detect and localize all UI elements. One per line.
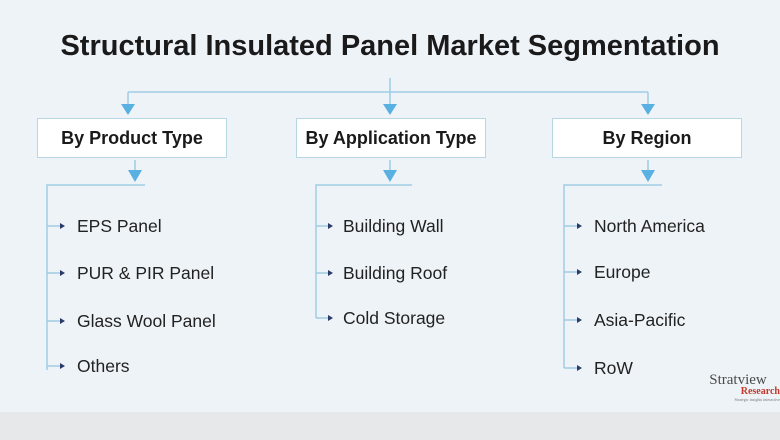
- diagram-background: [0, 0, 780, 412]
- list-item: Building Roof: [343, 263, 448, 283]
- logo-tagline: Strategic insights interactive: [734, 397, 780, 402]
- stratview-logo: Stratview Research Strategic insights in…: [696, 372, 780, 402]
- list-item: Building Wall: [343, 216, 444, 236]
- list-item: Glass Wool Panel: [77, 311, 216, 331]
- arrow-down-icon: [121, 104, 135, 115]
- list-item: RoW: [594, 358, 633, 378]
- segment-application-type: By Application Type: [296, 118, 486, 158]
- list-item: Europe: [594, 262, 651, 282]
- list-item: Others: [77, 356, 130, 376]
- logo-sub: Research: [740, 386, 780, 397]
- arrow-down-icon: [128, 170, 142, 182]
- segment-region: By Region: [552, 118, 742, 158]
- list-item: PUR & PIR Panel: [77, 263, 215, 283]
- segment-product-type: By Product Type: [37, 118, 227, 158]
- arrow-down-icon: [383, 104, 397, 115]
- arrow-down-icon: [641, 104, 655, 115]
- logo-name: Stratview: [709, 372, 767, 388]
- arrow-down-icon: [383, 170, 397, 182]
- list-item: North America: [594, 216, 705, 236]
- list-item: EPS Panel: [77, 216, 162, 236]
- diagram-title: Structural Insulated Panel Market Segmen…: [60, 30, 720, 62]
- arrow-down-icon: [641, 170, 655, 182]
- connector-lines: [46, 78, 662, 371]
- list-item: Asia-Pacific: [594, 310, 686, 330]
- list-item: Cold Storage: [343, 308, 446, 328]
